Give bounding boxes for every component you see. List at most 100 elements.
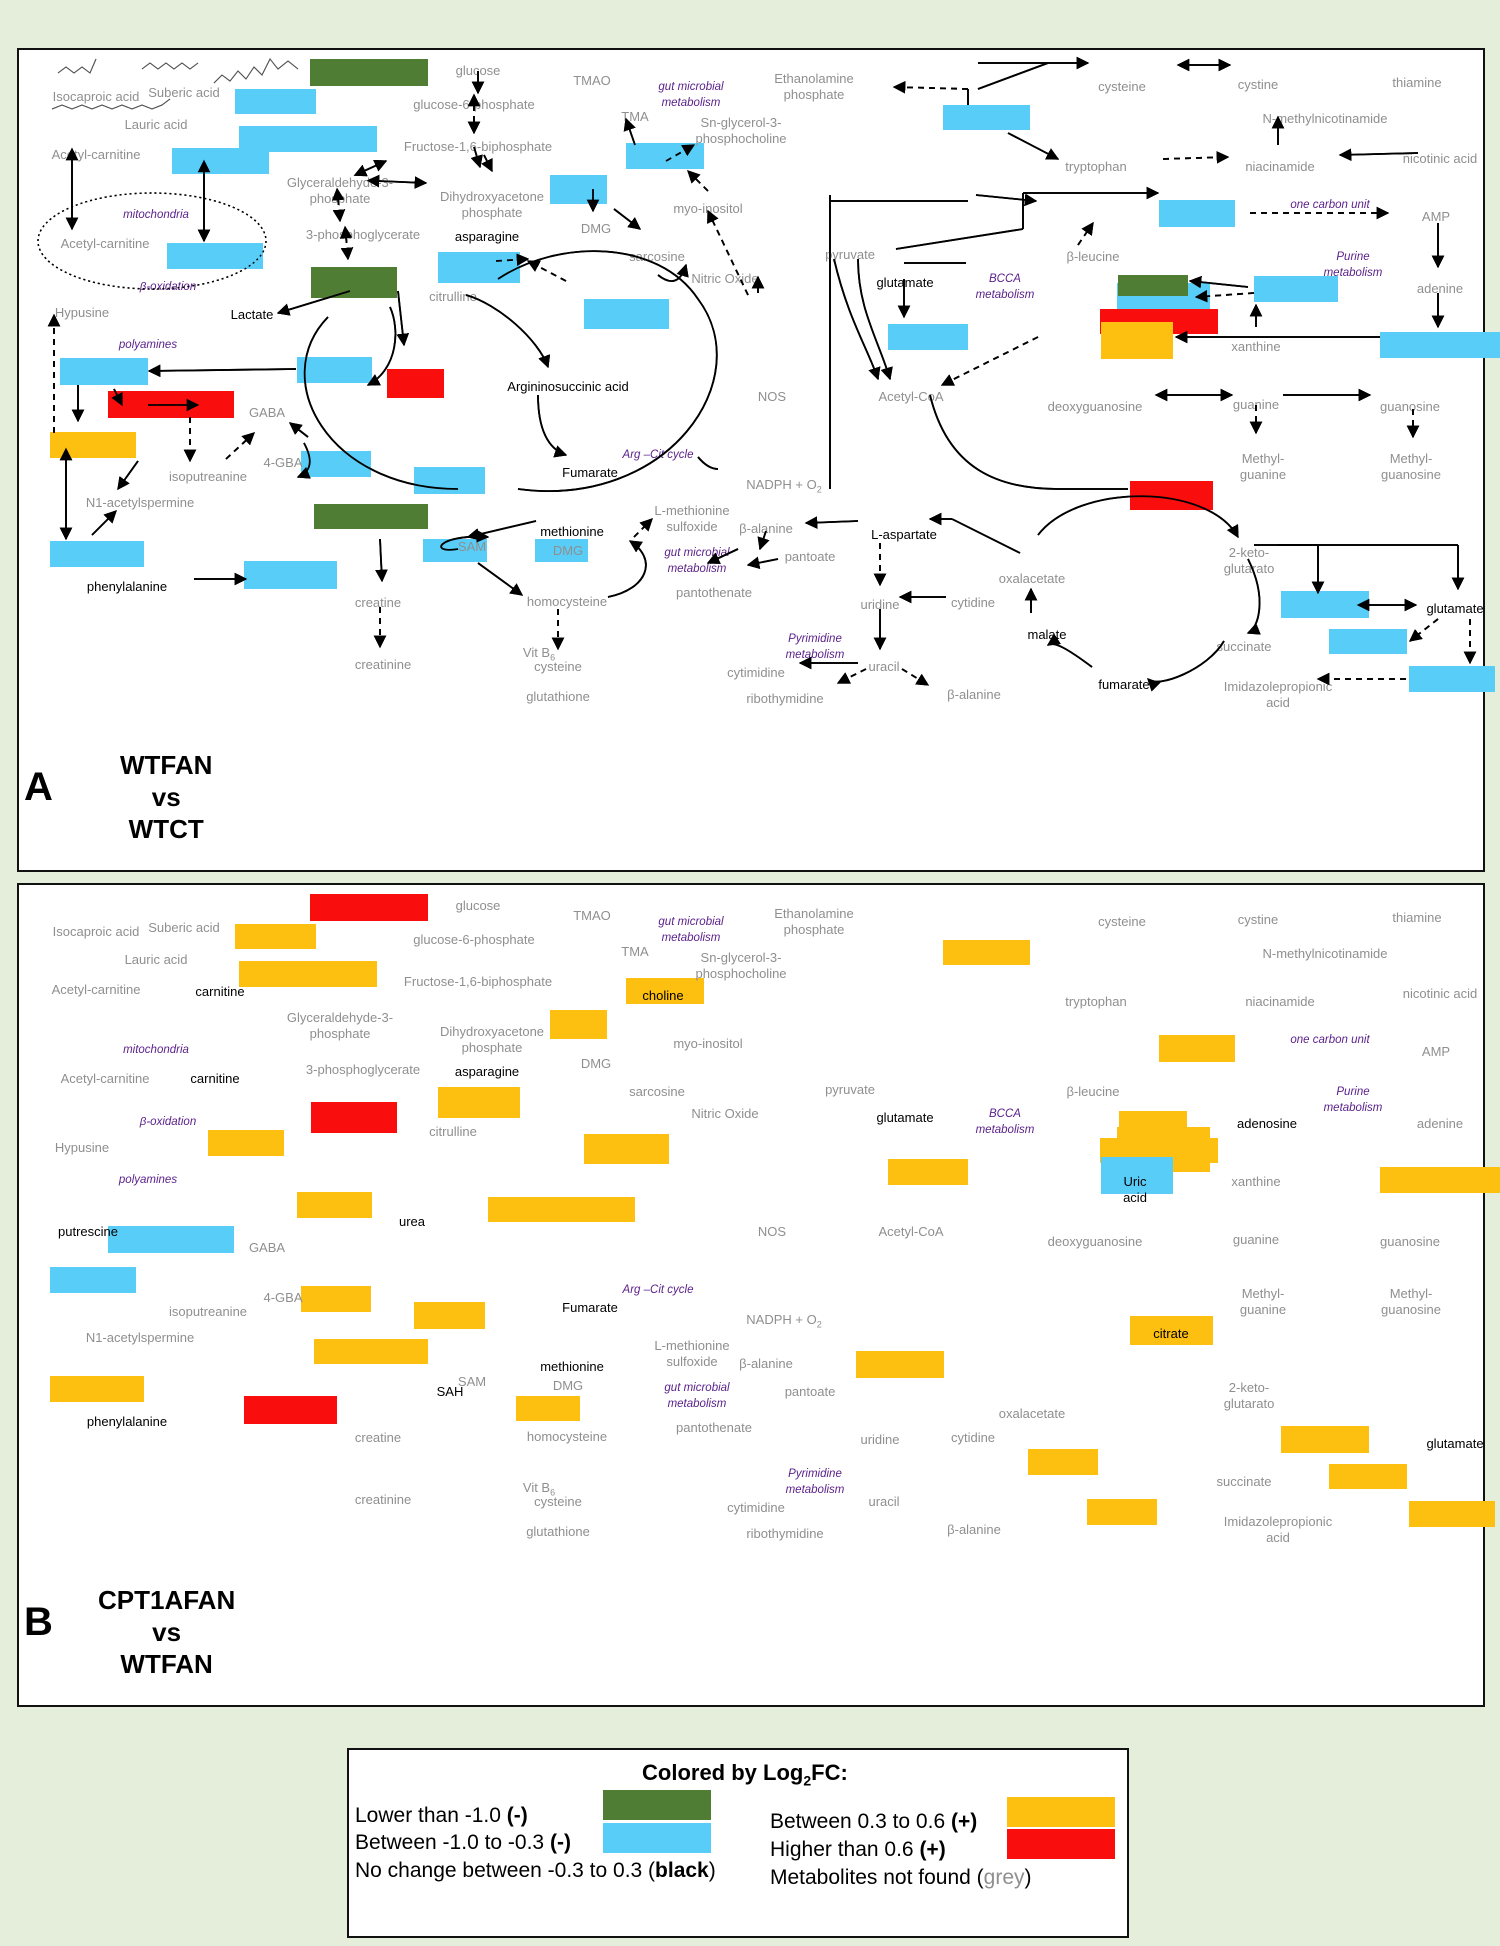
urea-cycle-arc-right	[497, 250, 718, 492]
label-tryptophan: tryptophan	[1065, 994, 1127, 1009]
label-myoinositol: myo-inositol	[673, 201, 743, 216]
label-balanine2: β-alanine	[947, 687, 1001, 702]
label-homocysteine: homocysteine	[526, 594, 608, 609]
label-glutamate-r: glutamate	[1426, 1436, 1484, 1451]
label-gba4: 4-GBA	[263, 1290, 303, 1305]
panel-b-frame	[17, 883, 1485, 1707]
label-methylguanine: Methyl-guanine	[1239, 451, 1287, 482]
panel-b-pathway-group	[37, 56, 1477, 692]
pathway-arrow	[495, 253, 530, 266]
legend-item-between-neg-text: Between -1.0 to -0.3	[355, 1831, 550, 1854]
label-hypusine: Hypusine	[54, 305, 110, 320]
tca-arc-bottom	[1147, 640, 1225, 692]
label-lauric: Lauric acid	[124, 952, 188, 967]
label-pantoate: pantoate	[784, 1384, 836, 1399]
label-nmethyl: N-methylnicotinamide	[1262, 111, 1388, 126]
label-pg3: 3-phosphoglycerate	[305, 1062, 421, 1077]
pathway-arrow	[707, 209, 749, 296]
label-acetylcoa: Acetyl-CoA	[878, 389, 944, 404]
metabolite-box-green	[314, 504, 428, 529]
metabolite-box-blue	[239, 126, 377, 152]
pathway-arrow	[757, 530, 770, 551]
label-methionine: methionine	[540, 524, 604, 539]
legend-item-nochange: No change between -0.3 to 0.3 (black)	[355, 1859, 716, 1883]
metabolite-box-green	[310, 59, 428, 86]
metabolite-box-blue	[1409, 666, 1495, 692]
metabolite-box-blue	[1329, 629, 1407, 654]
label-nitricoxide: Nitric Oxide	[691, 1106, 759, 1121]
label-center: Argininosuccinic acid	[507, 379, 629, 394]
metabolite-box-blue	[1159, 200, 1235, 227]
metabolite-box-blue	[943, 105, 1030, 130]
label-cysteine-l: cysteine	[534, 1494, 582, 1509]
pathway-curve	[296, 442, 311, 479]
label-thiamine: thiamine	[1392, 910, 1442, 925]
label-balanine1: β-alanine	[739, 521, 793, 536]
metabolite-box-blue	[1254, 276, 1338, 302]
label-dmg1: DMG	[580, 1056, 612, 1071]
metabolite-box-orange	[856, 1351, 944, 1378]
label-suberic: Suberic acid	[148, 920, 220, 935]
label-pantothenate: pantothenate	[676, 585, 752, 600]
pathway-arrow	[481, 154, 493, 173]
comparison-line: vs	[152, 1617, 182, 1647]
metabolite-box-blue	[167, 243, 263, 269]
label-nicotinic: nicotinic acid	[1402, 151, 1478, 166]
legend-title-main: Colored by Log	[642, 1760, 804, 1785]
label-succinate: succinate	[1216, 639, 1272, 654]
label-vitb6: Vit B6	[522, 645, 556, 663]
metabolite-box-orange	[208, 1130, 284, 1156]
label-citrate: citrate	[1153, 1326, 1189, 1341]
label-glutamate-l: glutamate	[876, 275, 934, 290]
metabolite-box-blue	[60, 358, 148, 385]
legend-swatch-red	[1007, 1829, 1115, 1859]
label-f16bp: Fructose-1,6-biphosphate	[403, 974, 553, 989]
pathway-curve	[657, 263, 689, 282]
label-guanine: guanine	[1232, 397, 1280, 412]
label-bleucine: β-leucine	[1066, 1084, 1120, 1099]
label-ketoglut: 2-keto-glutarato	[1223, 545, 1275, 576]
bidirectional-arrow	[339, 225, 354, 261]
pathway-arrow	[623, 117, 636, 146]
label-nadph: NADPH + O2	[746, 1312, 822, 1330]
metabolite-box-orange	[488, 1197, 635, 1222]
label-bleucine: β-leucine	[1066, 249, 1120, 264]
label-pyruvate: pyruvate	[825, 247, 875, 262]
label-cystine: cystine	[1237, 77, 1279, 92]
label-mitochondria: mitochondria	[123, 209, 189, 221]
comparison-line: WTCT	[128, 814, 204, 844]
panel-b-letter: B	[24, 1600, 53, 1644]
chemical-structures	[51, 58, 299, 110]
metabolite-box-blue	[1281, 591, 1369, 618]
label-adenosine: adenosine	[1237, 1116, 1297, 1131]
label-cytimidine: cytimidine	[727, 1500, 785, 1515]
pathway-arrow	[836, 668, 867, 684]
label-citrulline: citrulline	[429, 1124, 477, 1139]
label-guanosine: guanosine	[1380, 1234, 1440, 1249]
legend-nochange-b: black	[655, 1859, 709, 1882]
label-acetylcoa: Acetyl-CoA	[878, 1224, 944, 1239]
label-glucose: glucose	[455, 63, 501, 78]
label-methylguanosine: Methyl-guanosine	[1381, 1286, 1441, 1317]
label-gaba: GABA	[248, 405, 286, 420]
label-myoinositol: myo-inositol	[673, 1036, 743, 1051]
label-glucose: glucose	[455, 898, 501, 913]
label-uridine: uridine	[860, 597, 900, 612]
comparison-line: CPT1AFAN	[98, 1585, 236, 1615]
label-f16bp: Fructose-1,6-biphosphate	[403, 139, 553, 154]
urea-cycle-arc-left	[303, 316, 459, 490]
metabolite-box-orange	[584, 1134, 669, 1164]
metabolite-box-orange	[1028, 1449, 1098, 1475]
label-sarcosine: sarcosine	[629, 1084, 685, 1099]
legend-title: Colored by Log2FC:	[642, 1760, 848, 1788]
label-dmg1: DMG	[580, 221, 612, 236]
label-snglycerol: Sn-glycerol-3-phosphocholine	[695, 115, 787, 146]
pathway-arrow	[975, 193, 1038, 207]
legend-swatch-blue	[603, 1823, 711, 1853]
pathway-arrow	[1007, 132, 1060, 160]
label-nicotinic: nicotinic acid	[1402, 986, 1478, 1001]
